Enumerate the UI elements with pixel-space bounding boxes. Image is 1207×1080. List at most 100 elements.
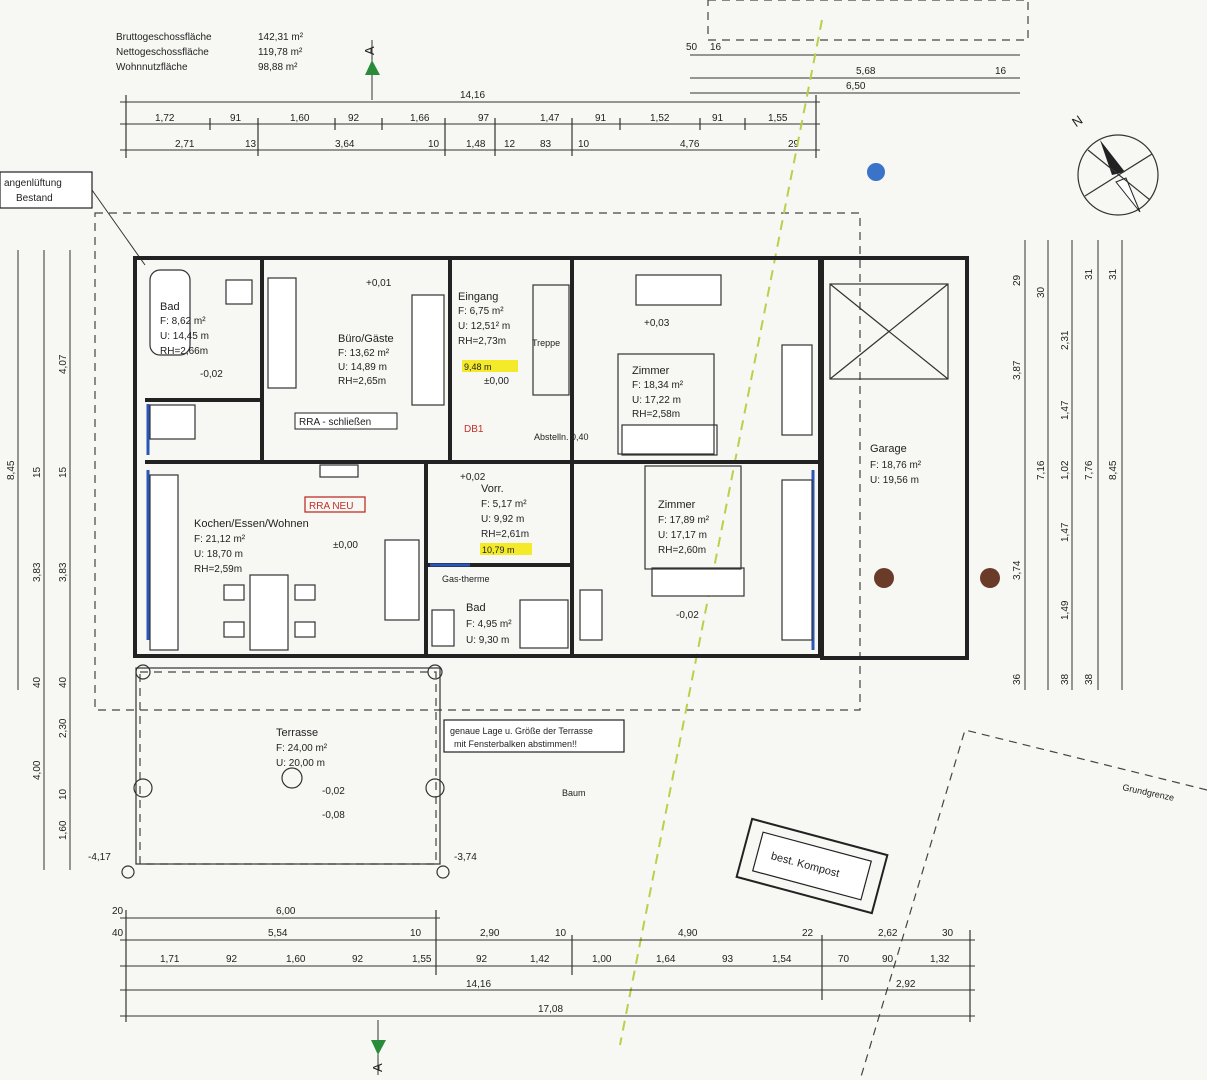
svg-text:2,62: 2,62 — [878, 928, 898, 939]
svg-text:5,68: 5,68 — [856, 66, 876, 77]
svg-text:1,71: 1,71 — [160, 954, 180, 965]
svg-text:Zimmer: Zimmer — [658, 499, 696, 511]
svg-text:+0,03: +0,03 — [644, 318, 670, 329]
svg-text:RH=2,59m: RH=2,59m — [194, 564, 242, 575]
svg-text:1,72: 1,72 — [155, 113, 175, 124]
svg-text:2,90: 2,90 — [480, 928, 500, 939]
summary-value-netto: 119,78 m² — [258, 47, 303, 58]
svg-text:31: 31 — [1108, 268, 1119, 280]
svg-text:Büro/Gäste: Büro/Gäste — [338, 333, 394, 345]
svg-text:+0,02: +0,02 — [460, 472, 486, 483]
svg-text:Garage: Garage — [870, 443, 907, 455]
room-garage: Garage F: 18,76 m² U: 19,56 m — [870, 443, 922, 486]
room-bad-top: Bad F: 8,62 m² U: 14,45 m RH=2,66m — [160, 301, 209, 357]
svg-text:3,87: 3,87 — [1012, 360, 1023, 380]
terrace: Terrasse F: 24,00 m² U: 20,00 m -0,02 -0… — [88, 664, 477, 879]
svg-text:91: 91 — [230, 113, 242, 124]
svg-text:4,76: 4,76 — [680, 139, 700, 150]
svg-text:1,64: 1,64 — [656, 954, 676, 965]
room-vorr: Vorr. F: 5,17 m² U: 9,92 m RH=2,61m — [481, 483, 529, 540]
svg-text:mit Fensterbalken abstimmen!!: mit Fensterbalken abstimmen!! — [454, 739, 577, 749]
summary-label-wohn: Wohnnutzfläche — [116, 62, 188, 73]
svg-text:5,54: 5,54 — [268, 928, 288, 939]
section-marker-top: A — [362, 40, 380, 100]
building-outline — [94, 212, 861, 711]
svg-text:Eingang: Eingang — [458, 291, 498, 303]
svg-text:16: 16 — [710, 42, 722, 53]
svg-text:angenlüftung: angenlüftung — [4, 178, 62, 189]
svg-text:22: 22 — [802, 928, 814, 939]
tree-icon-2 — [980, 568, 1000, 588]
svg-text:4,00: 4,00 — [32, 760, 43, 780]
svg-text:17,08: 17,08 — [538, 1004, 563, 1015]
svg-text:RH=2,60m: RH=2,60m — [658, 545, 706, 556]
svg-text:-0,08: -0,08 — [322, 810, 345, 821]
svg-text:Vorr.: Vorr. — [481, 483, 504, 495]
svg-text:10,79 m: 10,79 m — [482, 545, 515, 555]
svg-text:1,54: 1,54 — [772, 954, 792, 965]
left-dimensions: 8,45 15 3,83 40 4,07 15 3,83 40 2,30 4,0… — [6, 250, 71, 870]
svg-text:3,74: 3,74 — [1012, 560, 1023, 580]
svg-text:Kochen/Essen/Wohnen: Kochen/Essen/Wohnen — [194, 518, 309, 530]
svg-text:DB1: DB1 — [464, 424, 484, 435]
svg-text:2,71: 2,71 — [175, 139, 195, 150]
svg-text:4,90: 4,90 — [678, 928, 698, 939]
svg-text:U: 17,22 m: U: 17,22 m — [632, 395, 681, 406]
room-zimmer-1: Zimmer F: 18,34 m² U: 17,22 m RH=2,58m — [632, 365, 684, 420]
svg-text:+0,01: +0,01 — [366, 278, 392, 289]
svg-text:F: 6,75 m²: F: 6,75 m² — [458, 306, 504, 317]
svg-text:RH=2,65m: RH=2,65m — [338, 376, 386, 387]
svg-text:U: 17,17 m: U: 17,17 m — [658, 530, 707, 541]
svg-text:1,55: 1,55 — [768, 113, 788, 124]
svg-text:1,02: 1,02 — [1060, 460, 1071, 480]
svg-text:10: 10 — [410, 928, 422, 939]
svg-text:6,00: 6,00 — [276, 906, 296, 917]
svg-text:U: 19,56 m: U: 19,56 m — [870, 475, 919, 486]
svg-text:38: 38 — [1060, 673, 1071, 685]
svg-text:±0,00: ±0,00 — [333, 540, 358, 551]
svg-text:14,16: 14,16 — [460, 90, 485, 101]
svg-text:1,49: 1,49 — [1060, 600, 1071, 620]
svg-text:92: 92 — [476, 954, 488, 965]
label-treppe: Treppe — [532, 338, 560, 348]
label-therme: Gas-therme — [442, 574, 490, 584]
room-eingang: Eingang F: 6,75 m² U: 12,51² m RH=2,73m — [458, 291, 510, 347]
svg-text:Bad: Bad — [466, 602, 486, 614]
svg-text:3,64: 3,64 — [335, 139, 355, 150]
svg-text:Zimmer: Zimmer — [632, 365, 670, 377]
svg-text:A: A — [370, 1063, 385, 1072]
top-dimensions: 14,16 1,72 91 1,60 92 1,66 97 1,47 91 1,… — [120, 90, 820, 158]
svg-text:9,48 m: 9,48 m — [464, 362, 492, 372]
svg-text:RH=2,73m: RH=2,73m — [458, 336, 506, 347]
svg-text:29: 29 — [1012, 274, 1023, 286]
terrace-perimeter: U: 20,00 m — [276, 758, 325, 769]
svg-text:30: 30 — [942, 928, 954, 939]
bottom-dimensions: 20 6,00 40 5,54 10 2,90 10 4,90 22 2,62 … — [112, 906, 975, 1022]
svg-text:40: 40 — [32, 676, 43, 688]
svg-text:1,42: 1,42 — [530, 954, 550, 965]
svg-text:40: 40 — [112, 928, 124, 939]
svg-text:Bestand: Bestand — [16, 193, 53, 204]
svg-text:15: 15 — [32, 466, 43, 478]
svg-text:92: 92 — [352, 954, 364, 965]
svg-text:RRA - schließen: RRA - schließen — [299, 417, 371, 428]
svg-text:15: 15 — [58, 466, 69, 478]
terrace-note: genaue Lage u. Größe der Terrasse mit Fe… — [443, 719, 625, 753]
room-bad-bottom: Bad F: 4,95 m² U: 9,30 m — [466, 602, 512, 646]
svg-text:7,76: 7,76 — [1084, 460, 1095, 480]
ventilation-callout: angenlüftung Bestand — [0, 171, 146, 266]
svg-text:F: 13,62 m²: F: 13,62 m² — [338, 348, 390, 359]
svg-text:RH=2,61m: RH=2,61m — [481, 529, 529, 540]
svg-text:U: 9,30 m: U: 9,30 m — [466, 635, 509, 646]
svg-text:F: 4,95 m²: F: 4,95 m² — [466, 619, 512, 630]
svg-text:2,30: 2,30 — [58, 718, 69, 738]
svg-text:6,50: 6,50 — [846, 81, 866, 92]
svg-text:8,45: 8,45 — [1108, 460, 1119, 480]
svg-text:90: 90 — [882, 954, 894, 965]
svg-text:8,45: 8,45 — [6, 460, 17, 480]
floor-levels: -0,02 +0,01 ±0,00 +0,03 ±0,00 +0,02 -0,0… — [200, 278, 699, 621]
svg-text:1,66: 1,66 — [410, 113, 430, 124]
level-right: -3,74 — [454, 852, 477, 863]
top-right-dimensions: 50 16 16 5,68 6,50 — [686, 0, 1029, 94]
